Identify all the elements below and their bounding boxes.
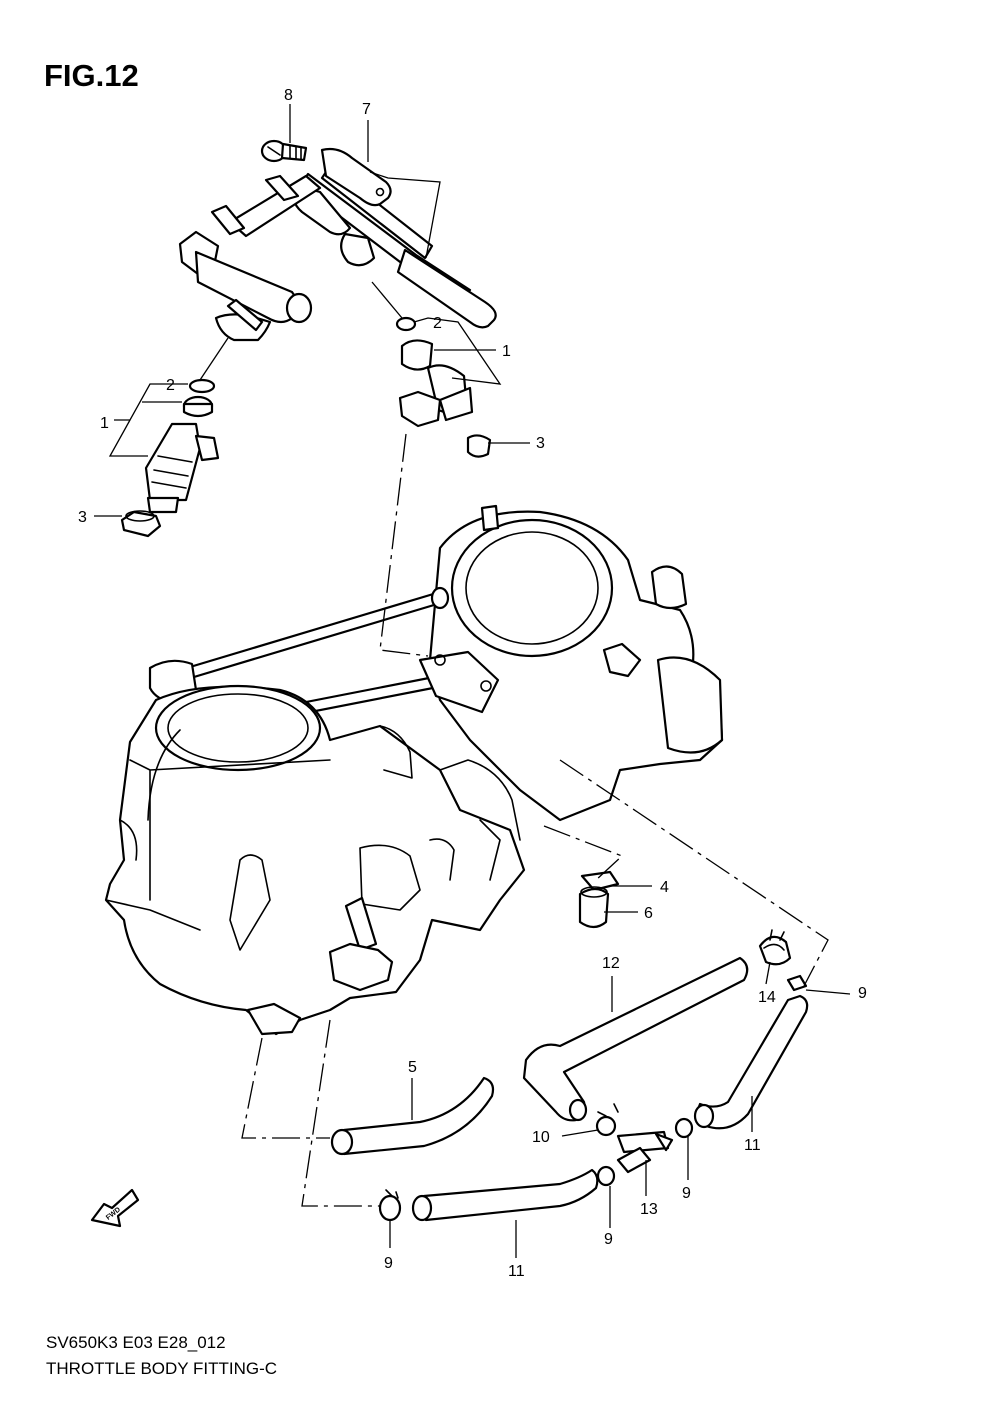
callout-11-right: 11: [744, 1137, 761, 1154]
clips: [378, 974, 808, 1222]
alignment-lines: [241, 433, 829, 1207]
callout-4: 4: [660, 879, 669, 896]
callout-6: 6: [644, 905, 653, 922]
cap-and-plug: [578, 870, 620, 929]
clamp-14: [758, 929, 792, 966]
figure-code: SV650K3 E03 E28_012: [46, 1333, 226, 1352]
callout-3-left: 3: [78, 509, 87, 526]
leader-lines: [94, 104, 851, 1258]
callout-9-right: 9: [858, 985, 867, 1002]
callout-5: 5: [408, 1059, 417, 1076]
hose-12: [522, 956, 749, 1122]
fuel-delivery-pipe: [178, 147, 497, 342]
figure-name: THROTTLE BODY FITTING-C: [46, 1359, 278, 1378]
callout-7: 7: [362, 101, 371, 118]
callout-14: 14: [758, 989, 776, 1006]
fwd-arrow-icon: FWD: [90, 1188, 140, 1228]
hose-11-bottom: [411, 1168, 599, 1222]
callout-1-right: 1: [502, 343, 511, 360]
throttle-body-assembly: [104, 504, 724, 1036]
callout-9-middle: 9: [604, 1231, 613, 1248]
callout-11-bottom: 11: [508, 1263, 525, 1280]
callout-8: 8: [284, 87, 293, 104]
callout-10: 10: [532, 1129, 550, 1146]
figure-title: FIG.12: [44, 58, 139, 93]
tee-fitting-13: [616, 1130, 674, 1174]
callout-9-left: 9: [384, 1255, 393, 1272]
left-injector-stack: [120, 378, 220, 538]
callout-9-lower: 9: [682, 1185, 691, 1202]
hose-11-right: [693, 994, 809, 1130]
callout-3-right: 3: [536, 435, 545, 452]
callout-1-left: 1: [100, 415, 109, 432]
hose-5: [330, 1076, 495, 1156]
callout-13: 13: [640, 1201, 658, 1218]
callout-numbers: 8 7 2 1 2 1 3 3 4 6 12 14 9 5 10 11 9 13…: [78, 87, 867, 1280]
callout-12: 12: [602, 955, 620, 972]
bolt-8: [260, 139, 308, 163]
callout-2-right: 2: [433, 315, 442, 332]
callout-2-left: 2: [166, 377, 175, 394]
right-injector-stack: [395, 316, 492, 458]
